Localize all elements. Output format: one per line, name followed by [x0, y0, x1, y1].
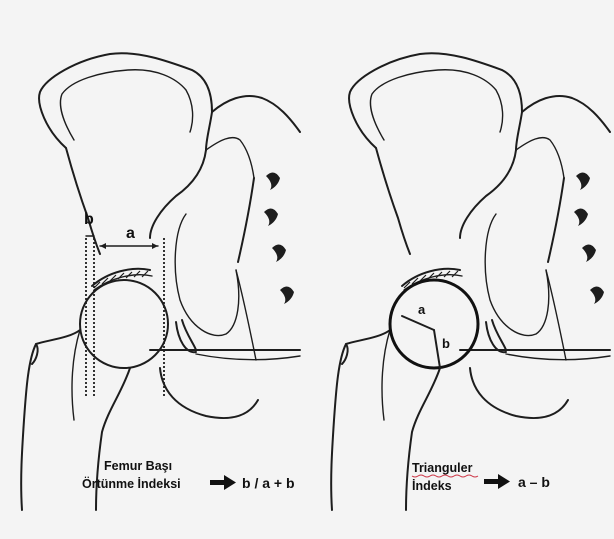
left-panel-anatomy: [21, 53, 300, 510]
right-caption-line2: İndeks: [412, 478, 452, 493]
radius-b-label: b: [442, 336, 450, 351]
right-caption-line1: Trianguler: [412, 461, 473, 475]
radius-a-line: [402, 316, 434, 330]
radius-b-line: [434, 330, 440, 368]
left-caption-line2: Örtünme İndeksi: [82, 476, 181, 491]
spellcheck-underline: [412, 475, 478, 477]
left-formula: b / a + b: [242, 475, 295, 491]
measure-a-label: a: [126, 225, 135, 242]
right-formula: a – b: [518, 474, 550, 490]
arrow-right-icon: [484, 474, 510, 489]
right-panel-anatomy: [331, 53, 610, 510]
measure-b-label: b: [84, 211, 94, 228]
arrow-right-icon: [210, 475, 236, 490]
radius-a-label: a: [418, 302, 426, 317]
left-caption-line1: Femur Başı: [104, 459, 172, 473]
femoral-head-circle: [390, 280, 478, 368]
